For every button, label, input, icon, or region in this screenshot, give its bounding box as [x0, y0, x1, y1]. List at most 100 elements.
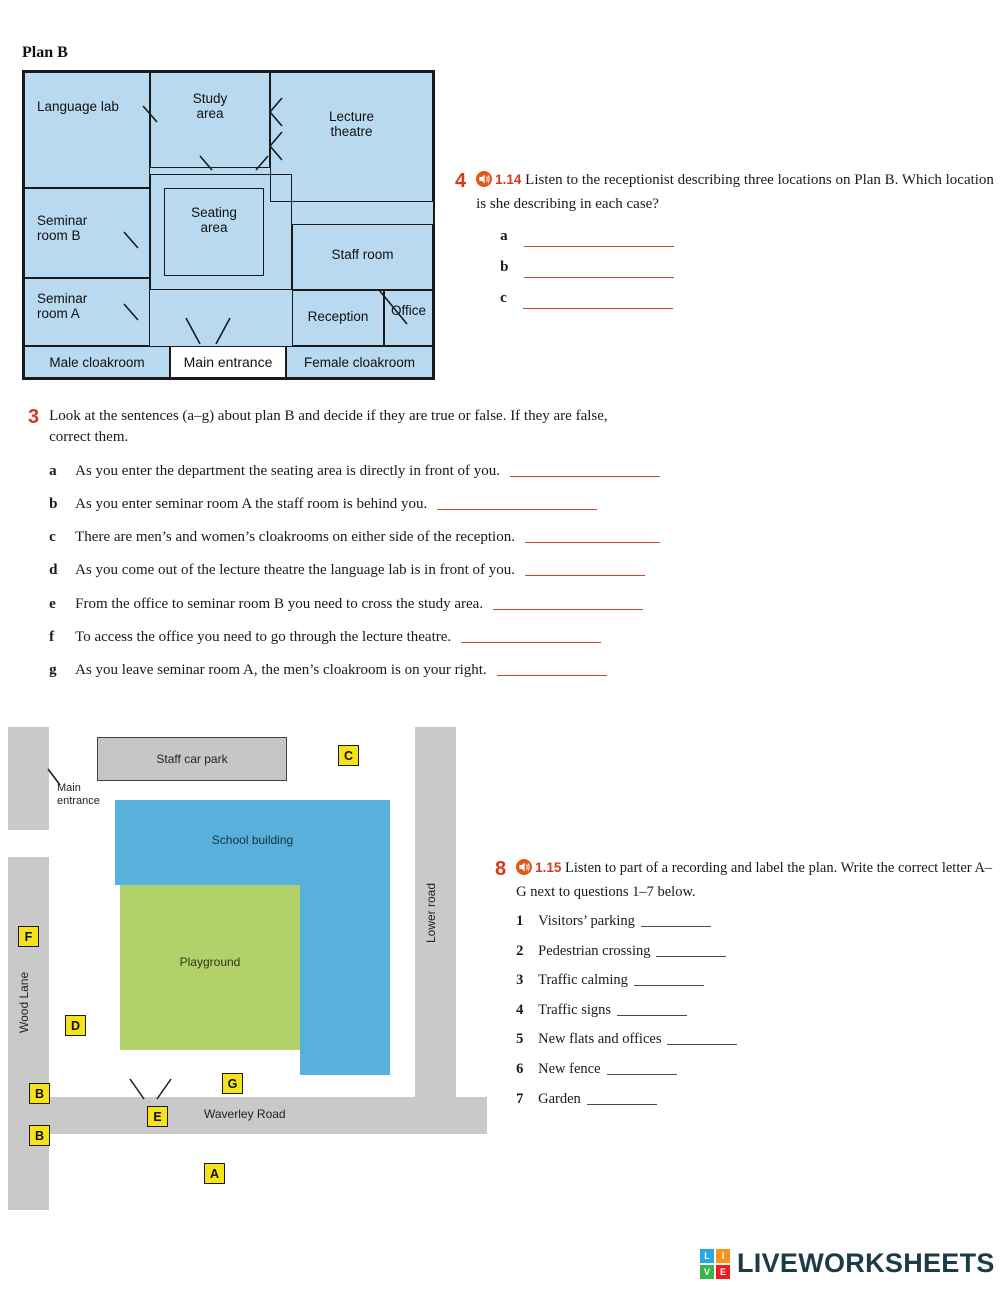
answer-blank[interactable] — [667, 1031, 738, 1046]
item-letter: g — [49, 662, 57, 679]
audio-icon — [476, 171, 493, 194]
item-number: 3 — [516, 972, 524, 989]
sentence-item: g As you leave seminar room A, the men’s … — [49, 660, 660, 681]
waverley-road-label: Waverley Road — [204, 1107, 286, 1121]
room-label: Male cloakroom — [49, 354, 145, 370]
item-text: As you leave seminar room A, the men’s c… — [75, 662, 487, 679]
room-seating-area: Seating area — [164, 188, 264, 276]
logo-square: V — [700, 1264, 714, 1279]
answer-blank[interactable] — [437, 496, 598, 510]
item-text: New flats and offices — [538, 1031, 662, 1048]
item-letter: d — [49, 562, 58, 579]
room-seminar-b: Seminar room B — [24, 188, 150, 278]
room-main-entrance: Main entrance — [170, 346, 286, 378]
room-reception: Reception — [292, 290, 384, 346]
exercise-8-instructions: 1.15 Listen to part of a recording and l… — [516, 858, 1000, 902]
answer-blank[interactable] — [524, 264, 675, 279]
item-letter: a — [49, 462, 57, 479]
sentence-item: d As you come out of the lecture theatre … — [49, 560, 660, 581]
answer-blank[interactable] — [522, 295, 673, 310]
exercise-number: 8 — [495, 858, 507, 880]
liveworksheets-footer: L I V E LIVEWORKSHEETS — [700, 1248, 995, 1279]
room-label: Study area — [192, 91, 228, 121]
answer-blank[interactable] — [523, 233, 674, 247]
liveworksheets-wordmark: LIVEWORKSHEETS — [737, 1248, 995, 1278]
room-lecture-theatre: Lecture theatre — [270, 72, 433, 202]
map-marker-c: C — [338, 745, 359, 766]
answer-blank[interactable] — [510, 463, 660, 477]
plan-b-floorplan: Language lab Study area Lecture theatre … — [22, 70, 435, 380]
room-label: Office — [390, 303, 426, 318]
map-marker-f: F — [18, 926, 39, 947]
item-text: From the office to seminar room B you ne… — [75, 595, 484, 612]
logo-square: E — [716, 1264, 730, 1279]
audio-track-number: 1.15 — [535, 860, 562, 875]
room-male-cloakroom: Male cloakroom — [24, 346, 170, 378]
item-text: As you come out of the lecture theatre t… — [75, 562, 515, 579]
item-text: Traffic calming — [538, 972, 628, 989]
audio-track-number: 1.14 — [495, 172, 522, 187]
playground-label: Playground — [179, 955, 241, 969]
item-letter: e — [49, 595, 56, 612]
instruction-text: Listen to part of a recording and label … — [516, 860, 993, 900]
room-study-area: Study area — [150, 72, 270, 168]
item-letter: f — [49, 629, 55, 646]
map-marker-e: E — [147, 1106, 168, 1127]
answer-blank[interactable] — [496, 662, 607, 677]
item-letter: a — [500, 227, 508, 244]
sentence-item: b As you enter seminar room A the staff r… — [49, 494, 660, 515]
main-entrance-label: Main entrance — [57, 782, 100, 807]
answer-blank[interactable] — [606, 1061, 677, 1076]
room-label: Staff room — [331, 247, 394, 262]
item-text: As you enter seminar room A the staff ro… — [75, 495, 428, 512]
item-text: As you enter the department the seating … — [75, 462, 500, 479]
item-letter: c — [500, 290, 507, 307]
logo-square: L — [700, 1248, 714, 1263]
item-text: Garden — [538, 1090, 581, 1107]
instruction-text: Listen to the receptionist describing th… — [476, 172, 994, 213]
item-number: 5 — [516, 1031, 524, 1048]
sentence-item: e From the office to seminar room B you n… — [49, 594, 660, 615]
exercise-4-instructions: 1.14 Listen to the receptionist describi… — [476, 170, 1000, 216]
item-number: 1 — [516, 913, 524, 930]
item-number: 7 — [516, 1090, 524, 1107]
room-label: Language lab — [37, 99, 119, 114]
room-label: Lecture theatre — [328, 109, 375, 139]
logo-square: I — [716, 1248, 730, 1263]
road-lower-road — [415, 727, 456, 1097]
item-number: 2 — [516, 942, 524, 959]
room-label: Main entrance — [183, 354, 273, 370]
label-item: 5 New flats and offices — [516, 1029, 1000, 1050]
answer-blank[interactable] — [633, 972, 704, 987]
playground — [120, 885, 300, 1050]
exercise-8: 8 1.15 Listen to part of a recording and… — [495, 858, 1000, 1109]
school-building — [115, 800, 390, 885]
room-label: Seating area — [191, 205, 237, 235]
school-building-wing — [300, 885, 390, 1075]
answer-blank[interactable] — [617, 1002, 688, 1016]
answer-blank[interactable] — [586, 1091, 657, 1105]
answer-blank[interactable] — [525, 562, 645, 577]
audio-icon — [516, 859, 533, 882]
room-label: Female cloakroom — [303, 354, 416, 370]
answer-blank[interactable] — [524, 529, 660, 544]
staff-car-park: Staff car park — [97, 737, 287, 781]
answer-blank[interactable] — [461, 629, 602, 644]
exercise-3: 3 Look at the sentences (a–g) about plan… — [28, 406, 958, 682]
label-item: 3 Traffic calming — [516, 970, 1000, 991]
answer-row: b — [476, 257, 1000, 279]
map-marker-a: A — [204, 1163, 225, 1184]
item-text: New fence — [538, 1061, 601, 1078]
item-letter: c — [49, 529, 56, 546]
plan-b-heading: Plan B — [22, 44, 68, 61]
item-letter: b — [49, 495, 58, 512]
answer-blank[interactable] — [656, 943, 727, 957]
answer-blank[interactable] — [640, 913, 711, 928]
answer-blank[interactable] — [493, 596, 644, 610]
